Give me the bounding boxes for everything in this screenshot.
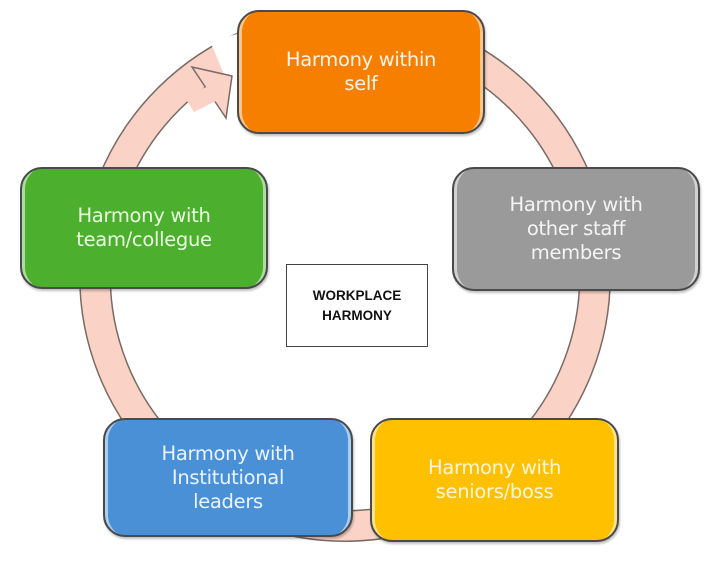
node-harmony-with-seniors-boss: Harmony with seniors/boss	[370, 418, 619, 542]
curved-arrow-icon	[184, 65, 233, 121]
node-label: Harmony within self	[285, 48, 437, 95]
node-label: Harmony with other staff members	[509, 193, 643, 264]
node-harmony-within-self: Harmony within self	[237, 10, 485, 134]
node-harmony-with-institutional-leaders: Harmony with Institutional leaders	[103, 418, 353, 537]
node-label: Harmony with team/collegue	[76, 204, 212, 251]
node-label: Harmony with Institutional leaders	[161, 441, 295, 513]
center-title: WORKPLACE HARMONY	[312, 287, 402, 323]
node-harmony-with-other-staff: Harmony with other staff members	[452, 167, 700, 291]
node-harmony-with-team-colleague: Harmony with team/collegue	[20, 167, 268, 289]
center-title-box: WORKPLACE HARMONY	[286, 264, 428, 347]
node-label: Harmony with seniors/boss	[427, 456, 562, 503]
